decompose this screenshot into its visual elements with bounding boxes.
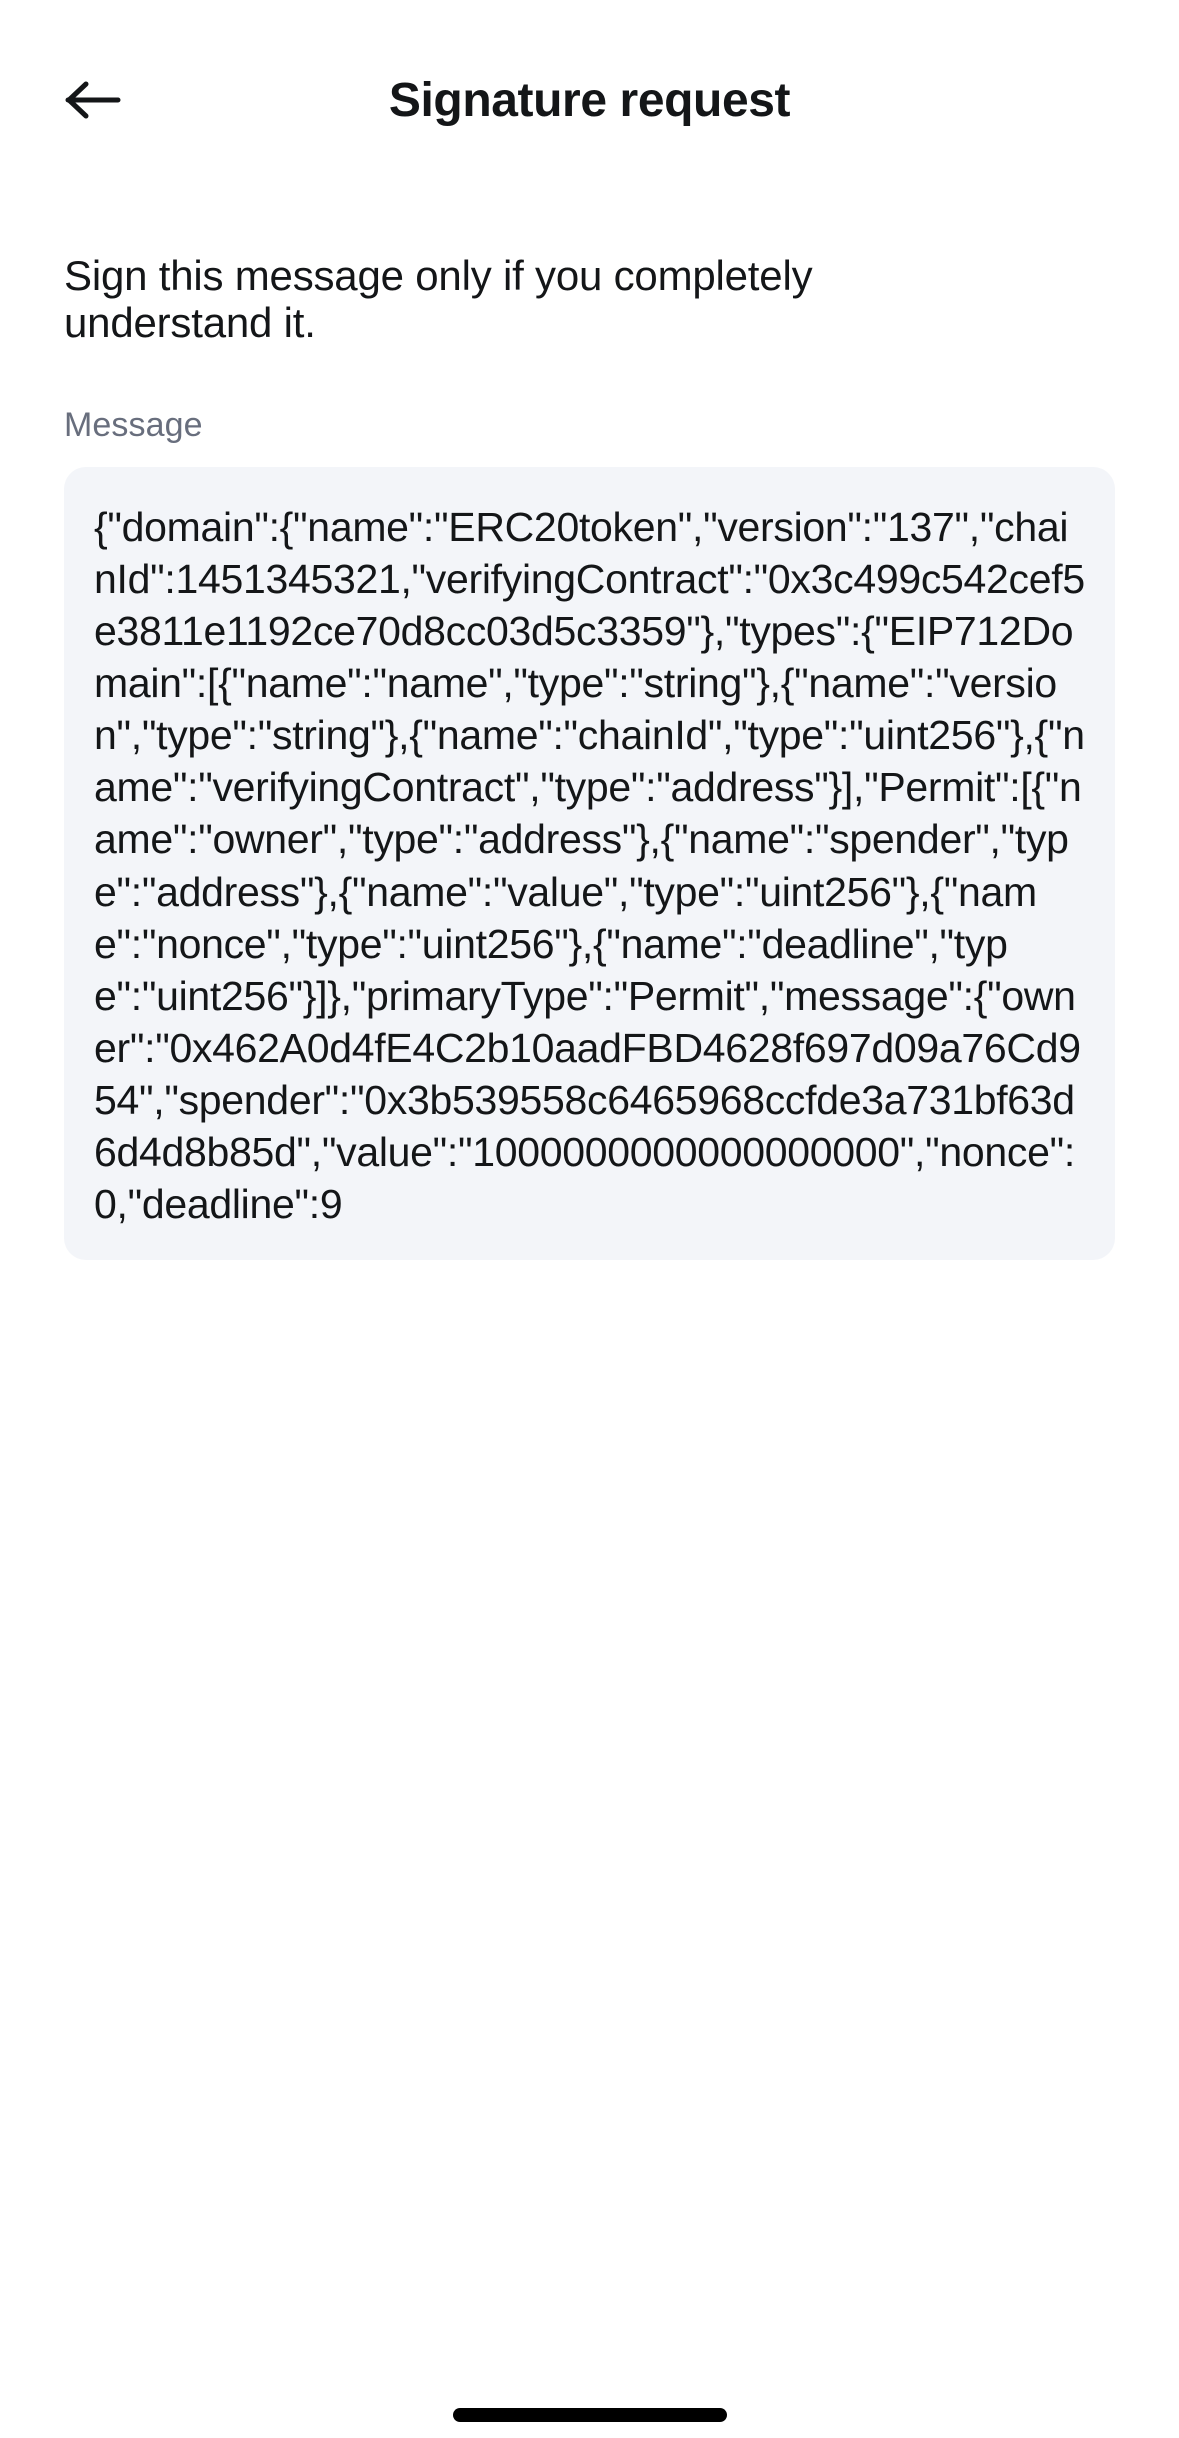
message-card[interactable]: {"domain":{"name":"ERC20token","version"… [64, 467, 1115, 1260]
back-button[interactable] [64, 60, 144, 140]
home-indicator[interactable] [452, 2408, 727, 2422]
arrow-left-icon [64, 76, 124, 124]
main-content: Sign this message only if you completely… [0, 252, 1179, 1260]
app-header: Signature request [0, 0, 1179, 200]
home-indicator-area [0, 2392, 1179, 2438]
message-section-label: Message [64, 406, 203, 445]
message-json-text: {"domain":{"name":"ERC20token","version"… [94, 504, 1085, 1227]
signature-warning-text: Sign this message only if you completely… [64, 252, 813, 347]
page-title: Signature request [388, 73, 791, 127]
